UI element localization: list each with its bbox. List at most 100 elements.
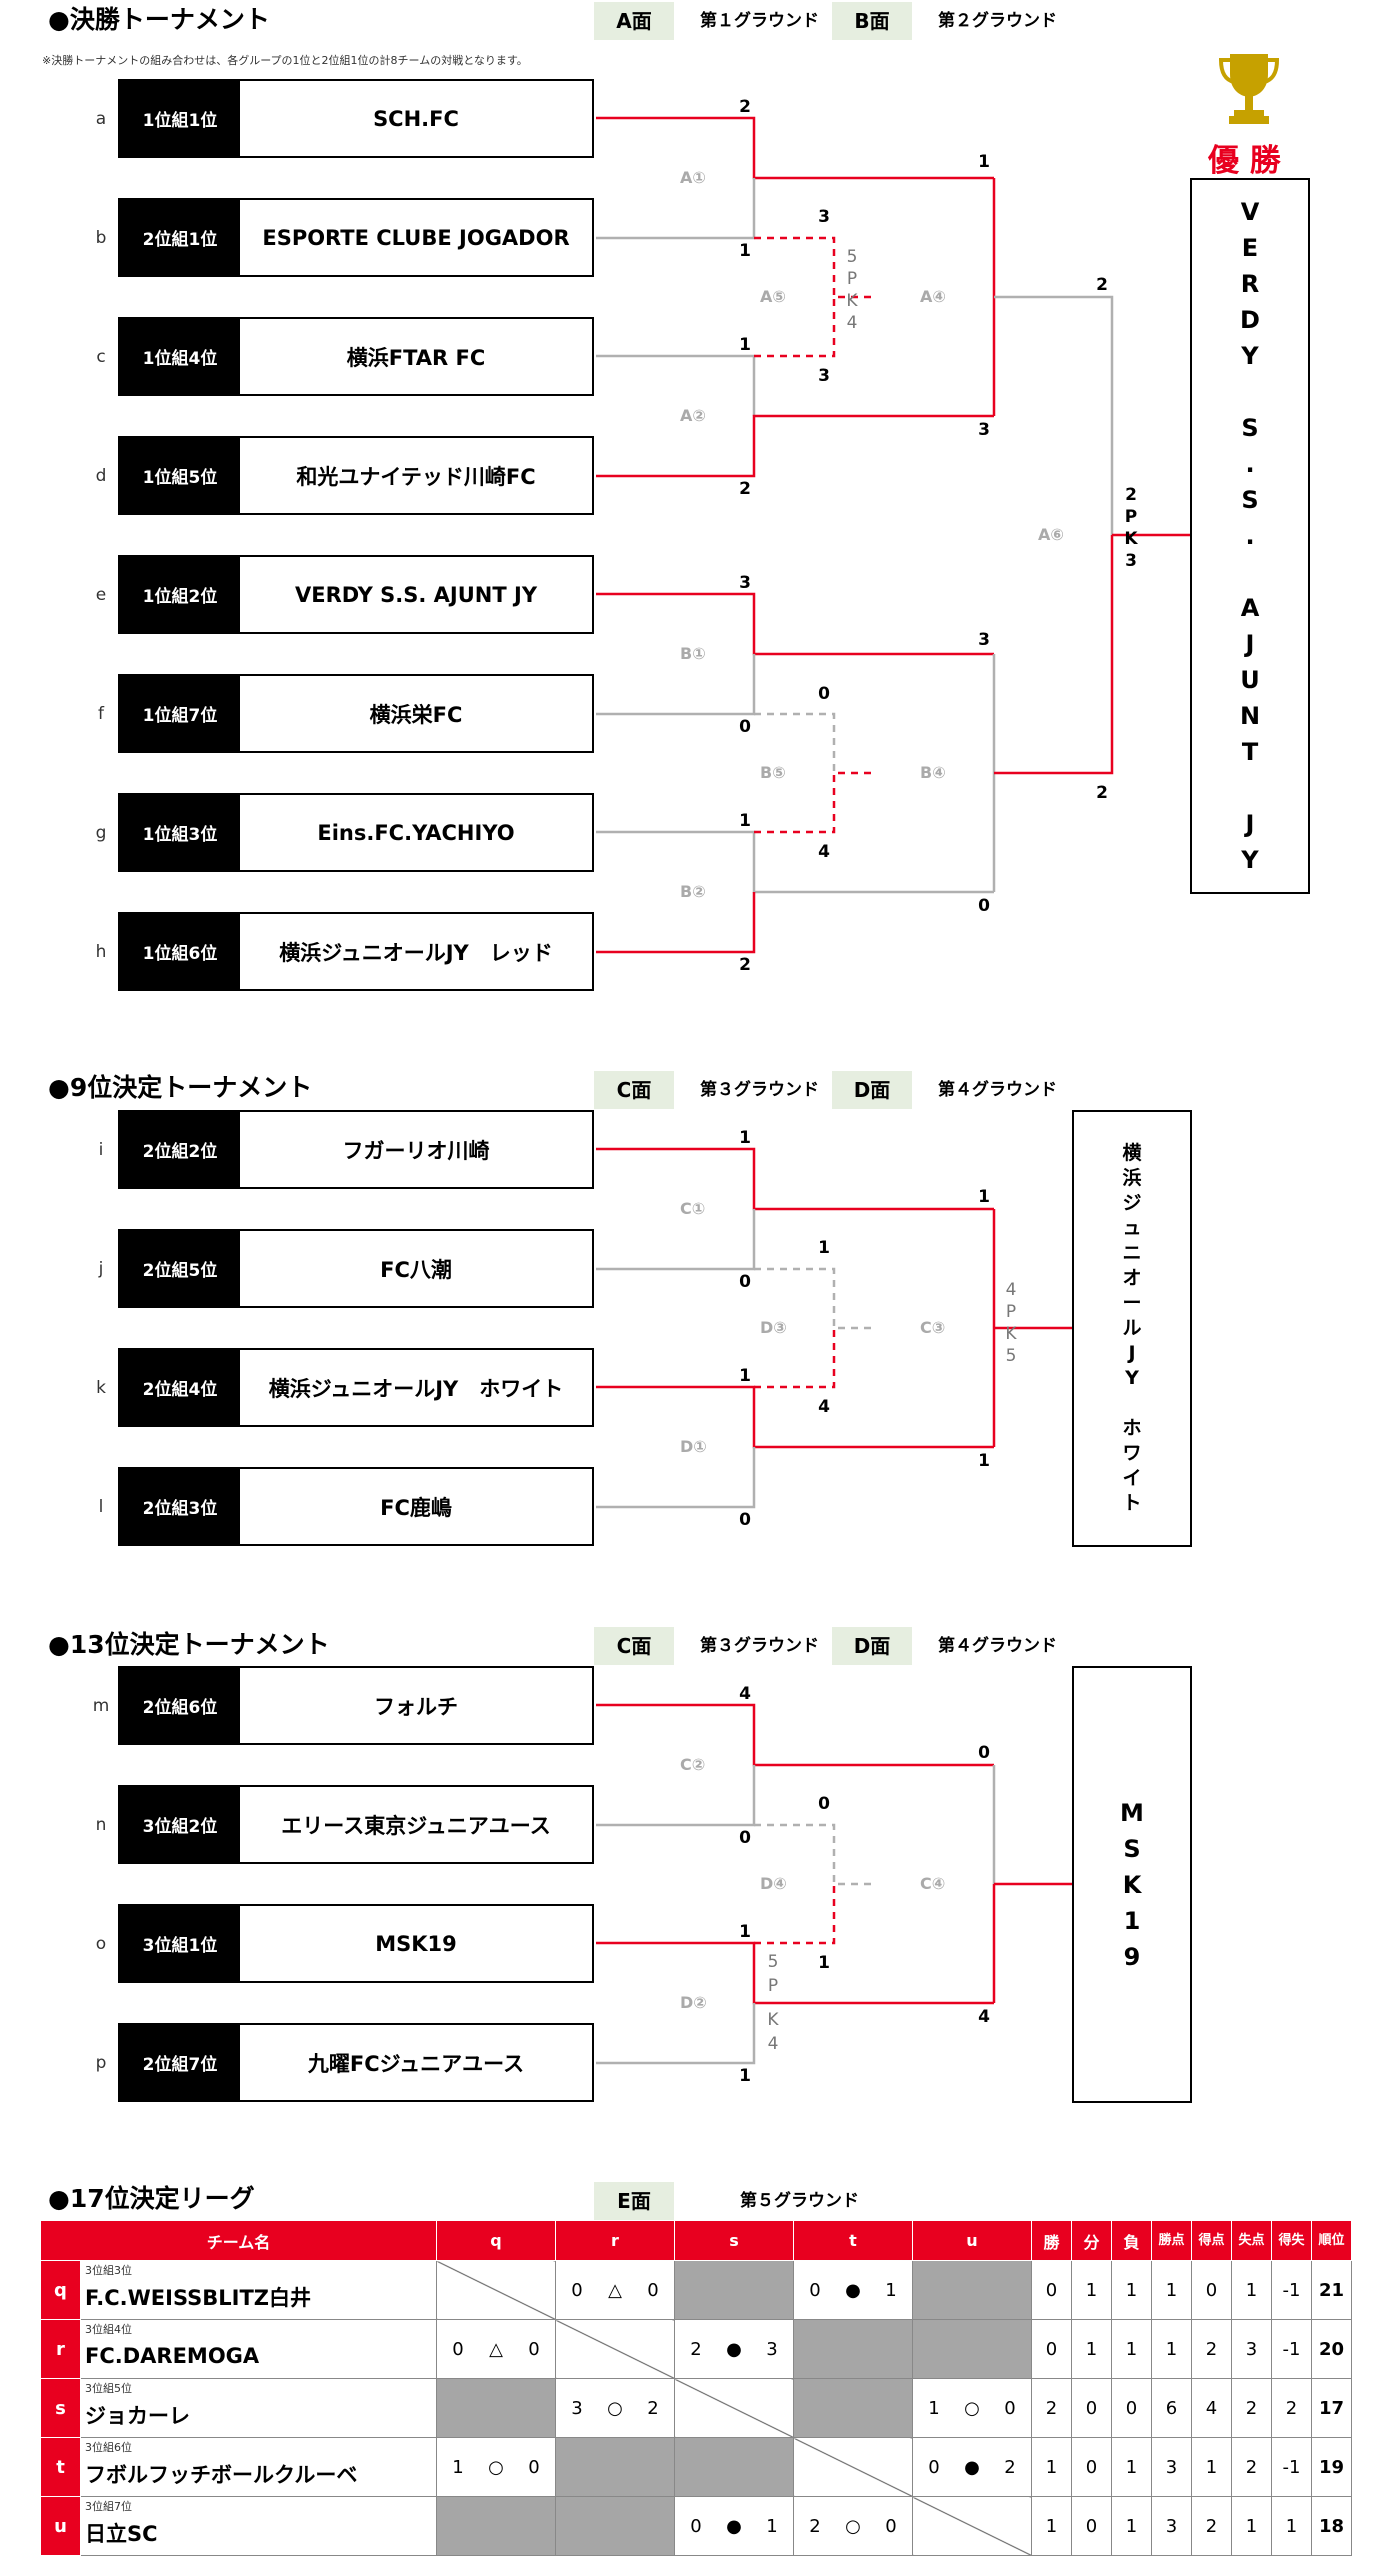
result-mark: ○ — [845, 2515, 861, 2537]
header-rank: 順位 — [1311, 2220, 1352, 2261]
team-seed: 2位組7位 — [120, 2025, 240, 2100]
team-seed: 2位組1位 — [120, 200, 240, 275]
team-seed: 3位組3位 — [85, 2264, 132, 2277]
stat-cell: 17 — [1311, 2378, 1352, 2438]
team-name: F.C.WEISSBLITZ白井 — [85, 2286, 312, 2310]
team-letter: n — [95, 1815, 107, 1835]
stat-cell: 2 — [1191, 2496, 1232, 2556]
score: 1 — [739, 811, 751, 831]
stat-cell: 1 — [1231, 2260, 1272, 2320]
score: 1 — [739, 335, 751, 355]
score: 0 — [739, 1828, 751, 1848]
team-seed: 1位組3位 — [120, 795, 240, 870]
result-mark: ● — [726, 2338, 742, 2360]
empty-cell — [674, 2260, 794, 2320]
result-away: 2 — [647, 2397, 659, 2419]
score: 2 — [739, 955, 751, 975]
score: 0 — [978, 896, 990, 916]
team-seed: 2位組4位 — [120, 1350, 240, 1425]
pk-text: 4 — [846, 313, 858, 333]
stat-cell: 1 — [1111, 2437, 1152, 2497]
team-name: 横浜FTAR FC — [346, 345, 486, 370]
team-seed: 1位組1位 — [120, 81, 240, 156]
header-q: q — [436, 2220, 556, 2261]
result-cell: 1○0 — [912, 2378, 1032, 2438]
stat-cell: 19 — [1311, 2437, 1352, 2497]
ground-b-text: 第４グラウンド — [938, 1636, 1057, 1656]
result-away: 0 — [647, 2279, 659, 2301]
champion-name: V E R D Y S . S . A J U N T J Y — [1239, 198, 1261, 874]
match-label: C② — [680, 1755, 706, 1774]
ninth-winner-box: 横 浜 ジ ュ ニ オ ー ル J Y ホ ワ イ ト — [1072, 1110, 1192, 1547]
team-box: 3位組2位エリース東京ジュニアユース — [118, 1785, 594, 1864]
team-box: 1位組4位横浜FTAR FC — [118, 317, 594, 396]
match-label: A① — [680, 168, 706, 187]
result-away: 0 — [528, 2338, 540, 2360]
score: 3 — [818, 366, 830, 386]
result-mark: ○ — [607, 2397, 623, 2419]
stat-cell: 18 — [1311, 2496, 1352, 2556]
team-letter: o — [95, 1934, 107, 1954]
header-r: r — [555, 2220, 675, 2261]
stat-cell: 1 — [1111, 2260, 1152, 2320]
pk-text: P — [846, 269, 858, 289]
result-cell: 0●1 — [674, 2496, 794, 2556]
header-win: 勝 — [1031, 2220, 1072, 2261]
team-cell: 3位組5位ジョカーレ — [80, 2378, 437, 2438]
champion-box: V E R D Y S . S . A J U N T J Y — [1190, 178, 1310, 894]
team-name: フボルフッチボールクルーベ — [85, 2463, 358, 2487]
stat-cell: 0 — [1111, 2378, 1152, 2438]
result-home: 1 — [928, 2397, 940, 2419]
final-title: ●決勝トーナメント — [48, 5, 270, 34]
league-header-row: チーム名 q r s t u 勝 分 負 勝点 得点 失点 得失 順位 — [40, 2220, 1352, 2261]
team-box: 1位組6位横浜ジュニオールJY レッド — [118, 912, 594, 991]
result-mark: ● — [726, 2515, 742, 2537]
team-box: 2位組7位九曜FCジュニアユース — [118, 2023, 594, 2102]
score: 3 — [739, 573, 751, 593]
team-seed: 3位組2位 — [120, 1787, 240, 1862]
stat-cell: 2 — [1231, 2437, 1272, 2497]
team-name: SCH.FC — [373, 106, 459, 131]
empty-cell — [912, 2260, 1032, 2320]
header-goal-diff: 得失 — [1271, 2220, 1312, 2261]
team-name: FC鹿嶋 — [380, 1495, 452, 1520]
stat-cell: -1 — [1271, 2437, 1312, 2497]
row-key: q — [40, 2260, 81, 2320]
pk-text: K — [1124, 529, 1138, 549]
match-label: B④ — [920, 763, 946, 782]
result-mark: ● — [964, 2456, 980, 2478]
team-letter: b — [95, 228, 107, 248]
ground-a-label: C面 — [594, 1627, 674, 1665]
self-cell — [436, 2260, 556, 2320]
result-cell: 3○2 — [555, 2378, 675, 2438]
result-away: 1 — [885, 2279, 897, 2301]
match-label: C④ — [920, 1874, 946, 1893]
empty-cell — [436, 2496, 556, 2556]
team-name: フガーリオ川崎 — [342, 1138, 490, 1163]
ground-b-text: 第４グラウンド — [938, 1080, 1057, 1100]
score: 0 — [978, 1743, 990, 1763]
stat-cell: 3 — [1151, 2496, 1192, 2556]
league-table: チーム名 q r s t u 勝 分 負 勝点 得点 失点 得失 順位 q 3位組… — [40, 2220, 1352, 2556]
score: 0 — [818, 1794, 830, 1814]
thirteenth-title: ●13位決定トーナメント — [48, 1630, 330, 1659]
empty-cell — [674, 2437, 794, 2497]
result-cell: 2○0 — [793, 2496, 913, 2556]
stat-cell: 0 — [1031, 2260, 1072, 2320]
row-key: s — [40, 2378, 81, 2438]
team-seed: 3位組1位 — [120, 1906, 240, 1981]
match-label: A⑥ — [1038, 525, 1064, 544]
team-letter: l — [98, 1497, 104, 1517]
team-name: 横浜栄FC — [369, 702, 463, 727]
result-cell: 0●2 — [912, 2437, 1032, 2497]
empty-cell — [793, 2319, 913, 2379]
header-goals-against: 失点 — [1231, 2220, 1272, 2261]
score: 2 — [739, 97, 751, 117]
score: 4 — [818, 1397, 830, 1417]
thirteenth-winner-box: M S K 1 9 — [1072, 1666, 1192, 2103]
